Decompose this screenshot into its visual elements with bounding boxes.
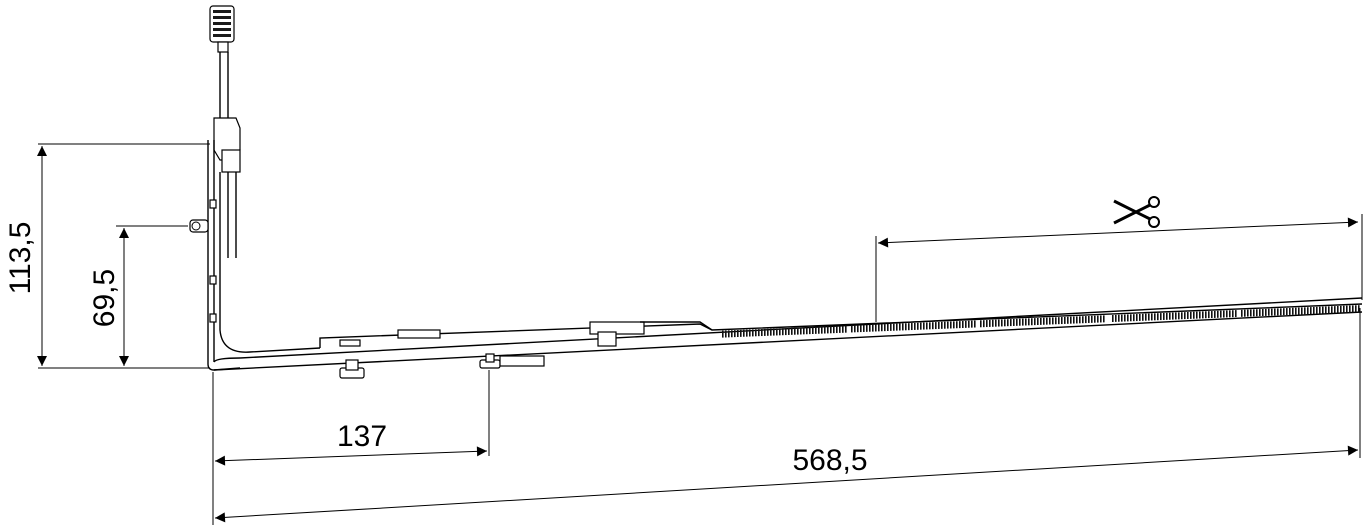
scissors-icon — [1113, 196, 1160, 228]
dimension-line-cut-zone — [877, 217, 1359, 248]
locking-pin-vertical — [189, 219, 209, 233]
dimension-length-overall: 568,5 — [214, 308, 1361, 523]
hardware-part — [189, 5, 1363, 379]
gear-head — [209, 5, 235, 53]
dimension-line-length-overall — [214, 445, 1359, 523]
locking-pin-bottom — [339, 353, 545, 379]
cut-zone-dimension — [875, 196, 1363, 322]
bar-connector — [589, 321, 645, 335]
bracket-clip — [221, 149, 241, 173]
bar-slot-plate — [397, 329, 441, 339]
dimension-label-length-overall: 568,5 — [792, 444, 867, 477]
vertical-plate — [207, 140, 237, 364]
dimension-label-height-overall: 113,5 — [4, 222, 37, 295]
dimension-height-pin: 69,5 — [88, 225, 188, 366]
dimension-label-length-pin: 137 — [337, 420, 387, 453]
corner-bend-outer — [207, 363, 241, 371]
dimension-height-overall: 113,5 — [4, 143, 210, 369]
dimension-length-pin: 137 — [212, 370, 490, 525]
toothed-rack — [722, 305, 1360, 338]
dimension-label-height-pin: 69,5 — [88, 269, 121, 327]
bar-upper-profile — [319, 303, 1363, 348]
vertical-stem — [219, 52, 229, 118]
corner-bend-inner — [219, 329, 321, 353]
bar-bottom-edge — [213, 311, 1363, 371]
